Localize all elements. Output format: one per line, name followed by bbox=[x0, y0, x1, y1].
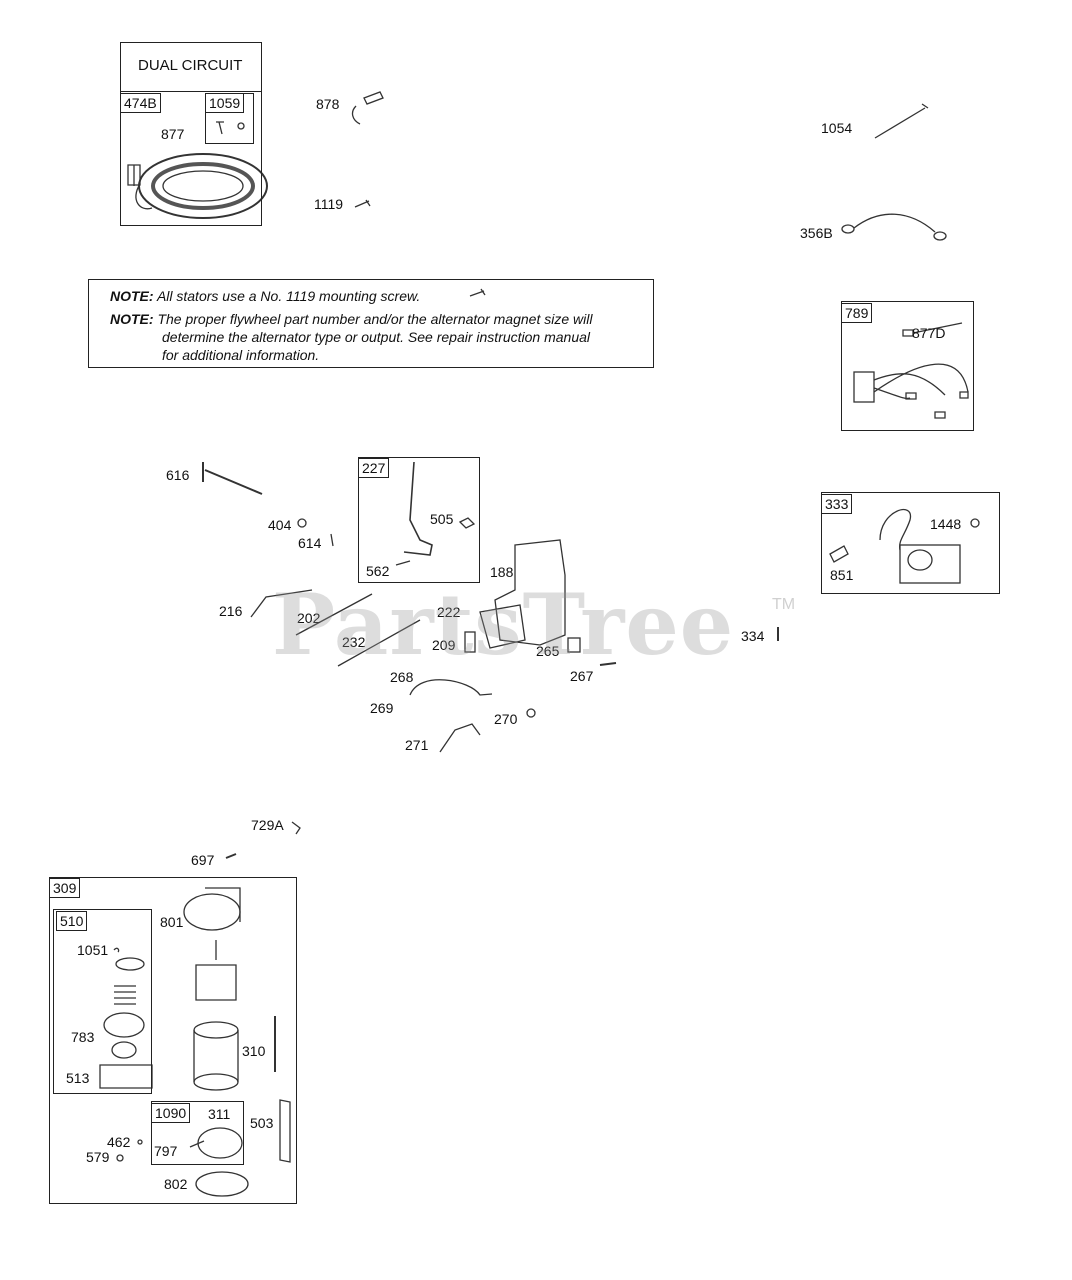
callout-1119: 1119 bbox=[314, 196, 344, 212]
callout-310: 310 bbox=[242, 1043, 266, 1059]
stator-kit-tag: 474B bbox=[120, 93, 161, 113]
watermark: PartsTree bbox=[272, 575, 735, 674]
note-label-1: NOTE: bbox=[110, 288, 154, 304]
hardware-kit-tag: 1059 bbox=[205, 93, 245, 113]
drive-kit-tag: 510 bbox=[56, 911, 88, 931]
callout-462: 462 bbox=[107, 1134, 131, 1150]
callout-265: 265 bbox=[536, 643, 560, 659]
callout-801: 801 bbox=[160, 914, 184, 930]
connector-878-drawing bbox=[351, 91, 384, 125]
notes-box: NOTE: All stators use a No. 1119 mountin… bbox=[88, 279, 654, 368]
harness-kit-box bbox=[841, 301, 974, 431]
callout-877D: 877D bbox=[912, 325, 946, 341]
spring-232-drawing bbox=[337, 619, 421, 667]
pin-614-drawing bbox=[330, 533, 334, 547]
screw-267-drawing bbox=[599, 662, 617, 666]
note-row-3: determine the alternator type or output.… bbox=[162, 329, 591, 345]
callout-616: 616 bbox=[166, 467, 190, 483]
callout-614: 614 bbox=[298, 535, 322, 551]
callout-505: 505 bbox=[430, 511, 454, 527]
callout-404: 404 bbox=[268, 517, 292, 533]
nut-270-drawing bbox=[526, 708, 536, 718]
callout-562: 562 bbox=[366, 563, 390, 579]
note-row-4: for additional information. bbox=[162, 347, 320, 363]
callout-311: 311 bbox=[208, 1106, 231, 1122]
callout-1051: 1051 bbox=[77, 942, 109, 958]
callout-1448: 1448 bbox=[930, 516, 962, 532]
harness-drawing bbox=[853, 322, 969, 419]
ignition-coil-drawing bbox=[829, 509, 980, 584]
callout-503: 503 bbox=[250, 1115, 274, 1131]
callout-878: 878 bbox=[316, 96, 340, 112]
callout-851: 851 bbox=[830, 567, 854, 583]
lever-227-drawing bbox=[395, 461, 476, 566]
lever-271-drawing bbox=[439, 723, 481, 753]
brush-kit-box bbox=[151, 1101, 244, 1165]
callout-202: 202 bbox=[297, 610, 321, 626]
harness-kit-tag: 789 bbox=[841, 303, 873, 323]
cable-tie-drawing bbox=[874, 103, 929, 139]
callout-232: 232 bbox=[342, 634, 366, 650]
callout-209: 209 bbox=[432, 637, 456, 653]
callout-269: 269 bbox=[370, 700, 394, 716]
washer-404-drawing bbox=[297, 518, 307, 528]
note-label-2: NOTE: bbox=[110, 311, 154, 327]
callout-270: 270 bbox=[494, 711, 518, 727]
screw-icon bbox=[469, 288, 486, 297]
ignition-kit-box bbox=[821, 492, 1000, 594]
lever-kit-box bbox=[358, 457, 480, 583]
note-text-1: All stators use a No. 1119 mounting scre… bbox=[156, 288, 421, 304]
stator-title: DUAL CIRCUIT bbox=[138, 57, 243, 74]
lever-kit-tag: 227 bbox=[358, 458, 390, 478]
callout-271: 271 bbox=[405, 737, 429, 753]
starter-kit-box bbox=[49, 877, 297, 1204]
callout-267: 267 bbox=[570, 668, 594, 684]
callout-268: 268 bbox=[390, 669, 414, 685]
clip-729A-drawing bbox=[291, 821, 301, 835]
callout-579: 579 bbox=[86, 1149, 110, 1165]
screw-697-drawing bbox=[225, 853, 237, 859]
note-row-2: NOTE: The proper flywheel part number an… bbox=[110, 310, 592, 328]
starter-motor-drawing bbox=[116, 887, 291, 1197]
callout-222: 222 bbox=[437, 604, 461, 620]
callout-729A: 729A bbox=[251, 817, 284, 833]
note-text-2: The proper flywheel part number and/or t… bbox=[157, 311, 593, 327]
callout-513: 513 bbox=[66, 1070, 90, 1086]
callout-877: 877 bbox=[161, 126, 185, 142]
callout-802: 802 bbox=[164, 1176, 188, 1192]
callout-783: 783 bbox=[71, 1029, 95, 1045]
control-bracket-drawing bbox=[464, 539, 581, 653]
drive-kit-drawing bbox=[99, 947, 153, 1089]
callout-697: 697 bbox=[191, 852, 215, 868]
starter-kit-tag: 309 bbox=[49, 878, 81, 898]
screw-1119-drawing bbox=[354, 199, 371, 208]
ignition-kit-tag: 333 bbox=[821, 494, 853, 514]
callout-1054: 1054 bbox=[821, 120, 853, 136]
watermark-trademark: TM bbox=[772, 596, 796, 613]
callout-334: 334 bbox=[741, 628, 765, 644]
throttle-rod-drawing bbox=[202, 462, 263, 495]
note-row-1: NOTE: All stators use a No. 1119 mountin… bbox=[110, 287, 420, 305]
ground-lead-drawing bbox=[841, 213, 947, 241]
brush-kit-tag: 1090 bbox=[151, 1103, 191, 1123]
cable-269-drawing bbox=[409, 679, 493, 696]
drive-kit-box bbox=[53, 909, 152, 1094]
link-202-drawing bbox=[295, 593, 373, 636]
nut-drawing bbox=[237, 122, 245, 130]
stator-drawing bbox=[127, 153, 268, 219]
callout-188: 188 bbox=[490, 564, 514, 580]
callout-216: 216 bbox=[219, 603, 243, 619]
link-216-drawing bbox=[250, 589, 313, 618]
callout-797: 797 bbox=[154, 1143, 178, 1159]
callout-356B: 356B bbox=[800, 225, 833, 241]
stator-title-box bbox=[120, 42, 262, 92]
screw-drawing bbox=[216, 121, 224, 135]
